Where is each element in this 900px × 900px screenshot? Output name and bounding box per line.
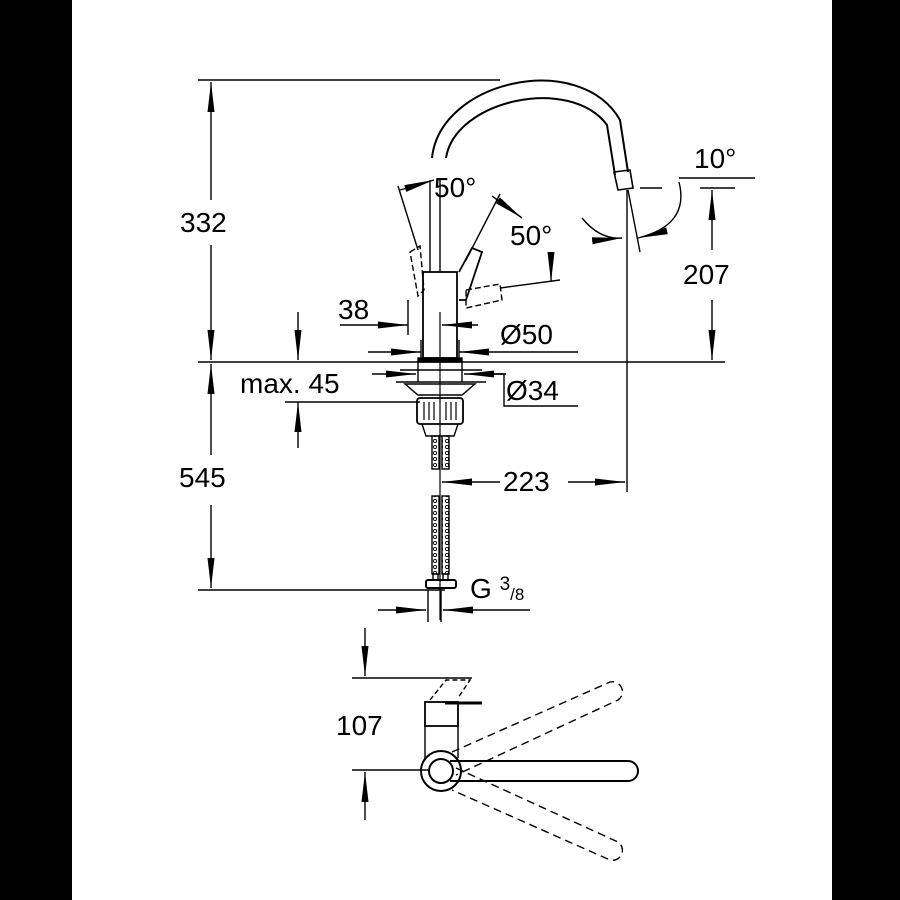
dimension-top-view-depth: 107 [336,710,383,741]
thread-prefix: G [470,573,492,604]
dimension-deck-thickness: max. 45 [240,368,340,399]
angle-handle-left: 50° [434,172,477,203]
dimension-spout-reach: 223 [503,466,550,497]
thread-numerator: 3 [499,574,511,595]
technical-drawing [198,79,755,861]
thread-fraction-slash: / [510,585,515,604]
dimension-total-height: 332 [180,207,227,238]
dimension-handle-offset: 38 [338,294,370,325]
dimension-base-diameter: Ø50 [500,319,553,350]
angle-spout-tilt: 10° [694,143,737,174]
dimension-connection-thread: G 3/8 [470,573,525,604]
dimension-below-deck-length: 545 [179,462,226,493]
drawing-sheet: 332 545 max. 45 38 Ø50 Ø34 223 207 107 G… [72,0,832,900]
angle-handle-right: 50° [510,220,553,251]
dimension-spout-height: 207 [683,259,730,290]
dimension-hole-diameter: Ø34 [506,375,559,406]
thread-denominator: 8 [514,585,525,604]
